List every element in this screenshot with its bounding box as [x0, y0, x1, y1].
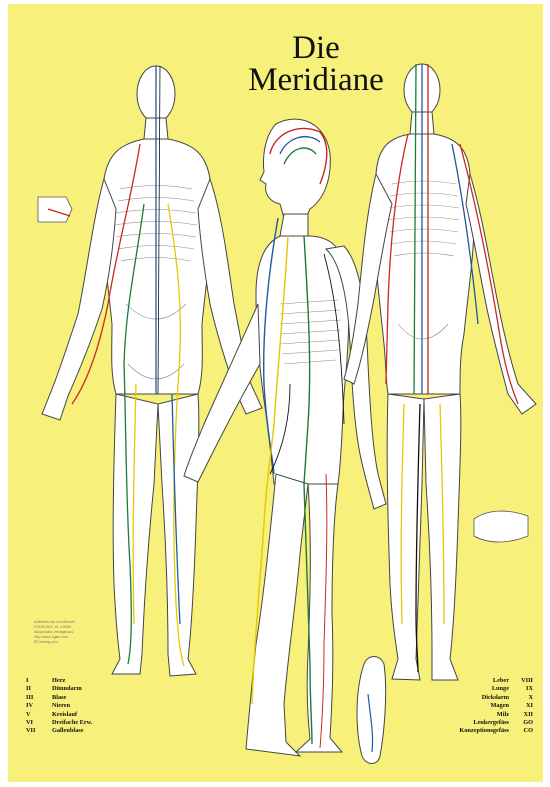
legend-numeral: XII: [513, 711, 533, 719]
legend-label: Dünndarm: [52, 685, 82, 692]
legend-item: Magen XI: [459, 702, 533, 710]
legend-numeral: CO: [513, 727, 533, 735]
credit-line: BY-Verlag.com: [34, 640, 75, 645]
poster: Die Meridiane: [8, 4, 543, 782]
legend-label: Gallenblase: [52, 727, 84, 734]
legend-label: Herz: [52, 677, 65, 684]
meridian-illustration: [8, 4, 543, 782]
legend-label: Magen: [490, 702, 509, 709]
legend-label: Lunge: [492, 685, 509, 692]
legend-item: Leber VIII: [459, 677, 533, 685]
legend-item: Dickdarm X: [459, 694, 533, 702]
legend-label: Dreifache Erw.: [52, 719, 92, 726]
legend-numeral: IV: [26, 702, 52, 710]
legend-numeral: IX: [513, 685, 533, 693]
legend-item: Konzeptionsgefäss CO: [459, 727, 533, 735]
legend-label: Dickdarm: [482, 694, 509, 701]
legend-numeral: VIII: [513, 677, 533, 685]
foot-sole: [357, 657, 386, 764]
legend-label: Kreislauf: [52, 711, 77, 718]
back-inset: [474, 511, 528, 542]
publisher-credit: Aufkleber als vom Bezahl FOUR-GKZ, IV, 4…: [34, 620, 75, 645]
legend-numeral: VII: [26, 727, 52, 735]
legend-label: Milz: [497, 711, 509, 718]
legend-numeral: X: [513, 694, 533, 702]
legend-item: Lunge IX: [459, 685, 533, 693]
legend-item: Milz XII: [459, 711, 533, 719]
legend-numeral: I: [26, 677, 52, 685]
legend-label: Nieren: [52, 702, 70, 709]
ear-inset: [38, 197, 72, 222]
legend-numeral: V: [26, 711, 52, 719]
legend-label: Lenkergefäss: [473, 719, 509, 726]
meridian-legend-right: Leber VIII Lunge IX Dickdarm X Magen XI Milz…: [459, 677, 533, 736]
legend-numeral: III: [26, 694, 52, 702]
legend-numeral: GO: [513, 719, 533, 727]
legend-label: Blase: [52, 694, 66, 701]
legend-label: Leber: [493, 677, 509, 684]
legend-label: Konzeptionsgefäss: [459, 727, 509, 734]
legend-item: Lenkergefäss GO: [459, 719, 533, 727]
legend-numeral: XI: [513, 702, 533, 710]
legend-numeral: VI: [26, 719, 52, 727]
legend-numeral: II: [26, 685, 52, 693]
